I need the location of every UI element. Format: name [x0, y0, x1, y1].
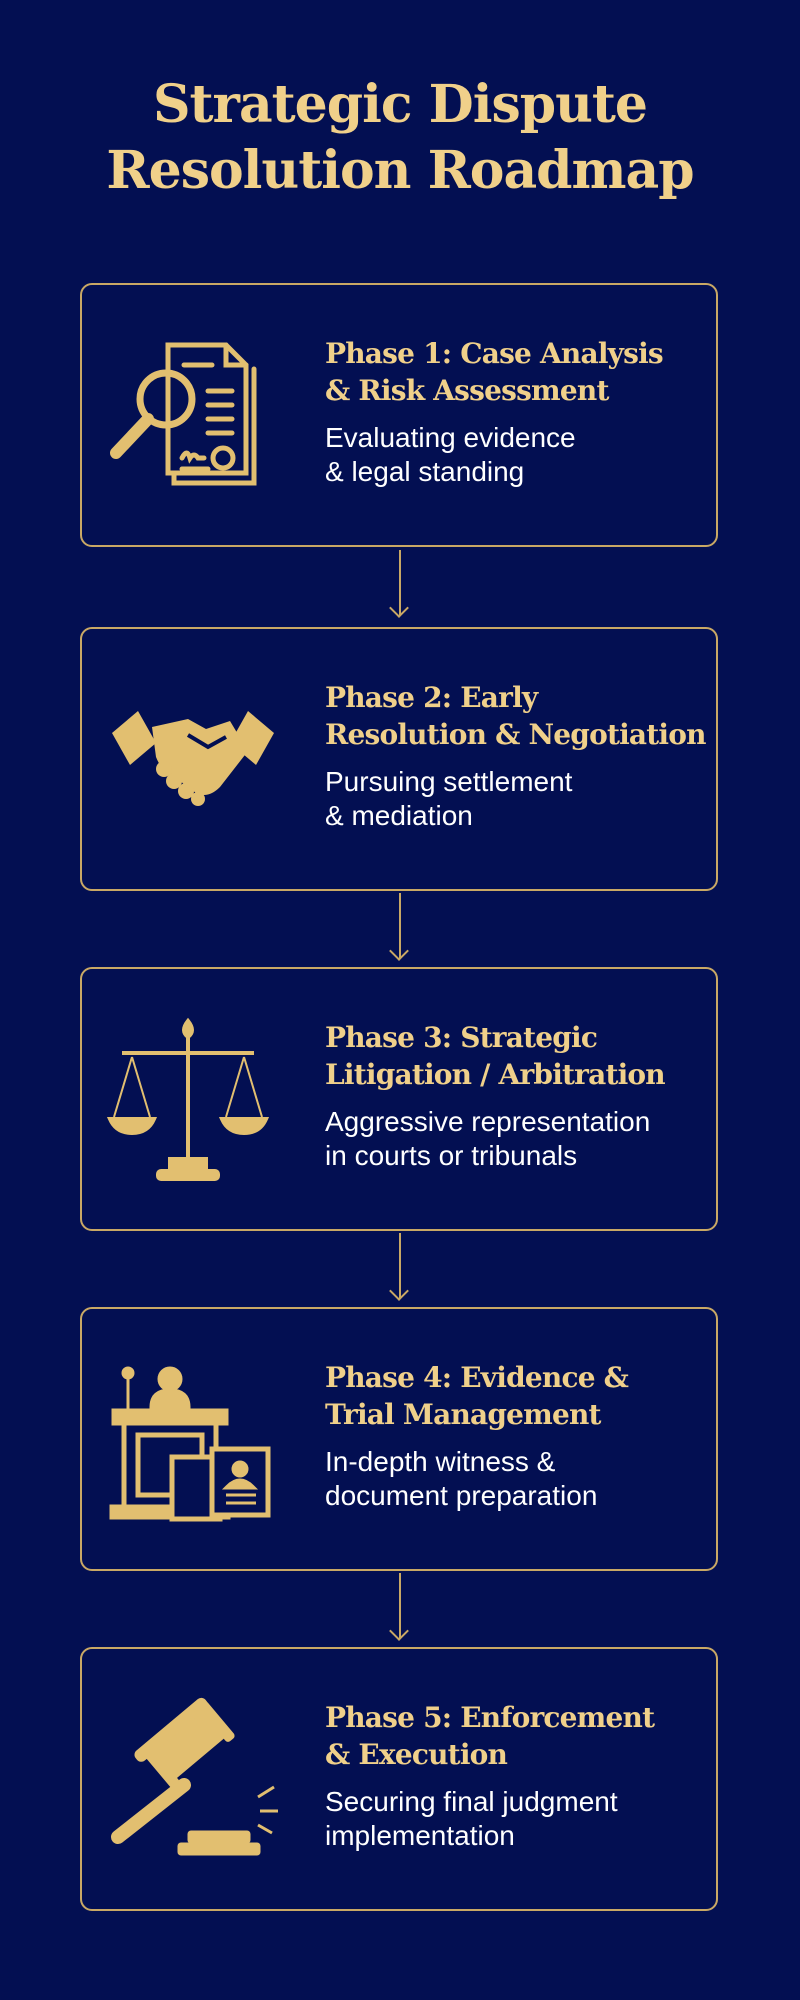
title-line-2: Resolution Roadmap	[106, 140, 694, 201]
phase-card-1: Phase 1: Case Analysis & Risk Assessment…	[80, 283, 718, 547]
document-magnifier-icon	[108, 333, 268, 493]
handshake-icon	[108, 677, 274, 837]
phase-heading: Phase 1: Case Analysis & Risk Assessment	[325, 337, 664, 407]
phase-card-4: Phase 4: Evidence & Trial Management In-…	[80, 1307, 718, 1571]
connector-arrow	[399, 1233, 401, 1299]
phase-description: Pursuing settlement & mediation	[325, 766, 573, 831]
connector-arrow	[399, 1573, 401, 1639]
page-title: Strategic Dispute Resolution Roadmap	[0, 72, 800, 204]
phase-description: Evaluating evidence & legal standing	[325, 422, 576, 487]
phase-heading: Phase 3: Strategic Litigation / Arbitrat…	[325, 1021, 666, 1091]
phase-description: In-depth witness & document preparation	[325, 1446, 598, 1511]
connector-arrow	[399, 893, 401, 959]
podium-document-icon	[108, 1357, 271, 1522]
phase-description: Securing final judgment implementation	[325, 1786, 618, 1851]
connector-arrow	[399, 550, 401, 616]
phase-heading: Phase 4: Evidence & Trial Management	[325, 1361, 629, 1431]
phase-description: Aggressive representation in courts or t…	[325, 1106, 651, 1171]
phase-heading: Phase 5: Enforcement & Execution	[325, 1701, 655, 1771]
gavel-icon	[108, 1697, 278, 1857]
phase-card-2: Phase 2: Early Resolution & Negotiation …	[80, 627, 718, 891]
phase-card-3: Phase 3: Strategic Litigation / Arbitrat…	[80, 967, 718, 1231]
scales-of-justice-icon	[106, 1017, 270, 1181]
phase-heading: Phase 2: Early Resolution & Negotiation	[325, 681, 706, 751]
phase-card-5: Phase 5: Enforcement & Execution Securin…	[80, 1647, 718, 1911]
title-line-1: Strategic Dispute	[152, 74, 648, 135]
